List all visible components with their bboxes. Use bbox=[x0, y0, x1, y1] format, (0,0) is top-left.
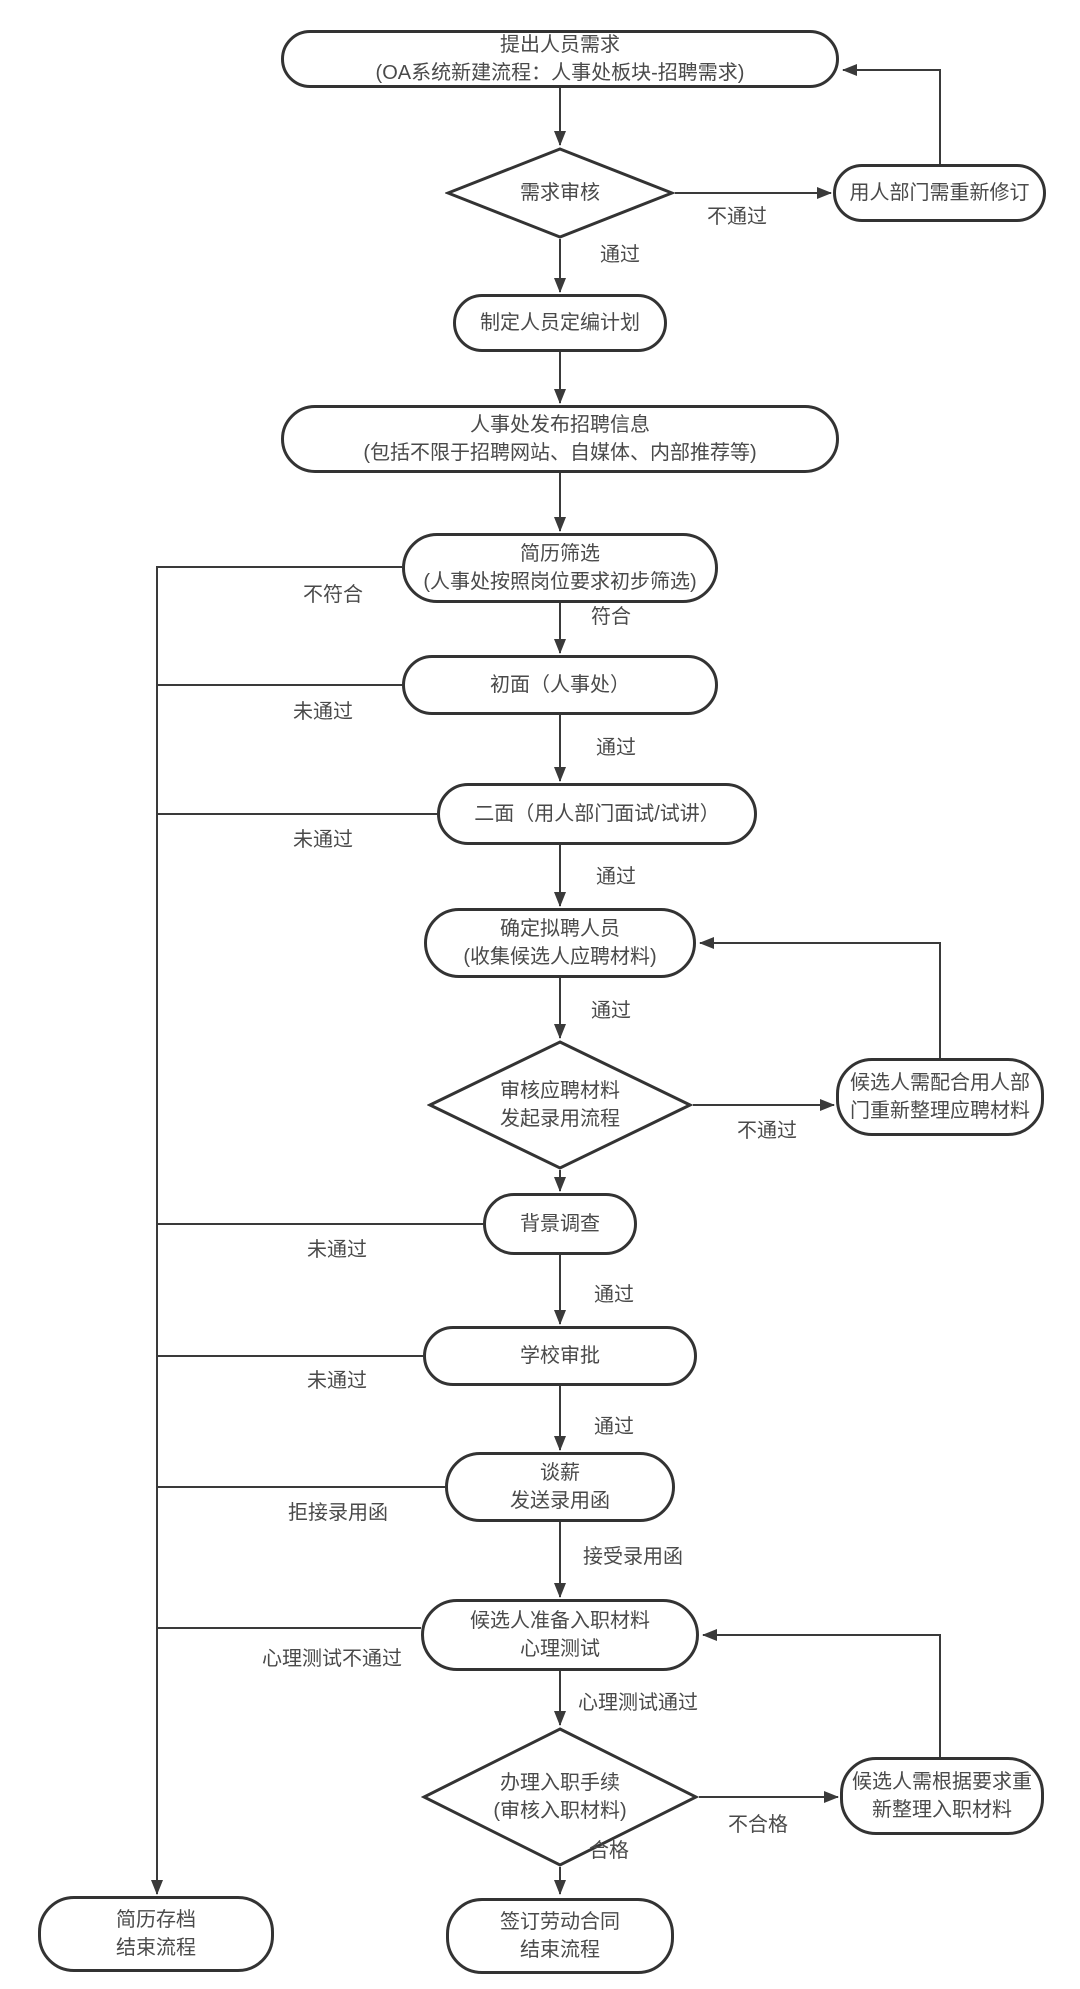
node-plan: 制定人员定编计划 bbox=[453, 294, 667, 352]
node-background-check-line1: 背景调查 bbox=[520, 1213, 600, 1235]
edge-left-rail-to-archive bbox=[151, 566, 402, 1895]
diamond-shape bbox=[421, 1727, 699, 1867]
node-revise2-line1: 候选人需配合用人部 bbox=[850, 1072, 1030, 1094]
node-prep-line1: 候选人准备入职材料 bbox=[470, 1610, 650, 1632]
edge-label-psych-pass: 心理测试通过 bbox=[578, 1692, 698, 1714]
node-archive: 简历存档 结束流程 bbox=[38, 1896, 274, 1972]
node-start-line2: (OA系统新建流程：人事处板块-招聘需求) bbox=[375, 62, 745, 84]
node-salary-line2: 发送录用函 bbox=[510, 1490, 610, 1512]
edge-label-second-pass: 通过 bbox=[596, 866, 636, 888]
node-salary: 谈薪 发送录用函 bbox=[445, 1452, 675, 1522]
edge-label-bg-fail: 未通过 bbox=[307, 1239, 367, 1261]
node-revise1: 用人部门需重新修订 bbox=[833, 164, 1046, 222]
node-demand-review-line1: 需求审核 bbox=[520, 182, 600, 204]
edge-label-psych-fail: 心理测试不通过 bbox=[262, 1648, 402, 1670]
edge-label-second-fail: 未通过 bbox=[293, 829, 353, 851]
node-material-review-line1: 审核应聘材料 bbox=[500, 1080, 620, 1102]
edge-label-first-fail: 未通过 bbox=[293, 701, 353, 723]
node-archive-line2: 结束流程 bbox=[116, 1937, 196, 1959]
edge-label-onboard-fail: 不合格 bbox=[728, 1814, 788, 1836]
edge-label-bg-pass: 通过 bbox=[594, 1284, 634, 1306]
node-demand-review: 需求审核 bbox=[445, 147, 675, 239]
node-background-check: 背景调查 bbox=[483, 1193, 637, 1255]
node-offer-candidate-line1: 确定拟聘人员 bbox=[500, 918, 620, 940]
edge-label-offer-pass: 通过 bbox=[591, 1000, 631, 1022]
edge-label-resume-mismatch: 不符合 bbox=[303, 584, 363, 606]
node-first-interview-line1: 初面（人事处） bbox=[490, 674, 630, 696]
node-screen-line2: (人事处按照岗位要求初步筛选) bbox=[423, 571, 697, 593]
node-publish-line1: 人事处发布招聘信息 bbox=[470, 414, 650, 436]
edge-label-school-fail: 未通过 bbox=[307, 1370, 367, 1392]
edge-revise3-to-prep bbox=[702, 1629, 941, 1757]
node-plan-line1: 制定人员定编计划 bbox=[480, 312, 640, 334]
node-school-approval-line1: 学校审批 bbox=[520, 1345, 600, 1367]
node-screen: 简历筛选 (人事处按照岗位要求初步筛选) bbox=[402, 533, 718, 603]
node-revise2: 候选人需配合用人部 门重新整理应聘材料 bbox=[836, 1058, 1044, 1136]
node-publish-line2: (包括不限于招聘网站、自媒体、内部推荐等) bbox=[363, 442, 757, 464]
node-revise3-line2: 新整理入职材料 bbox=[872, 1799, 1012, 1821]
node-material-review-line2: 发起录用流程 bbox=[500, 1108, 620, 1130]
node-start: 提出人员需求 (OA系统新建流程：人事处板块-招聘需求) bbox=[281, 30, 839, 88]
node-onboard-review-line2: (审核入职材料) bbox=[493, 1800, 627, 1822]
edge-label-salary-accept: 接受录用函 bbox=[583, 1546, 683, 1568]
edge-revise1-to-start bbox=[842, 64, 941, 164]
node-prep: 候选人准备入职材料 心理测试 bbox=[421, 1599, 699, 1671]
node-revise3: 候选人需根据要求重 新整理入职材料 bbox=[840, 1757, 1044, 1835]
node-start-line1: 提出人员需求 bbox=[500, 34, 620, 56]
node-sign: 签订劳动合同 结束流程 bbox=[446, 1898, 674, 1974]
node-offer-candidate: 确定拟聘人员 (收集候选人应聘材料) bbox=[424, 908, 696, 978]
edge-label-school-pass: 通过 bbox=[594, 1416, 634, 1438]
node-sign-line1: 签订劳动合同 bbox=[500, 1911, 620, 1933]
edge-revise2-to-offer bbox=[699, 937, 941, 1058]
node-archive-line1: 简历存档 bbox=[116, 1909, 196, 1931]
edge-label-salary-reject: 拒接录用函 bbox=[288, 1502, 388, 1524]
node-first-interview: 初面（人事处） bbox=[402, 655, 718, 715]
edge-label-demand-review-pass: 通过 bbox=[600, 244, 640, 266]
diamond-shape bbox=[445, 147, 675, 239]
node-salary-line1: 谈薪 bbox=[540, 1462, 580, 1484]
node-second-interview: 二面（用人部门面试/试讲） bbox=[437, 783, 757, 845]
edge-label-demand-review-fail: 不通过 bbox=[707, 206, 767, 228]
edge-label-onboard-pass: 合格 bbox=[589, 1840, 629, 1862]
node-second-interview-line1: 二面（用人部门面试/试讲） bbox=[474, 803, 720, 825]
node-school-approval: 学校审批 bbox=[423, 1326, 697, 1386]
node-sign-line2: 结束流程 bbox=[520, 1939, 600, 1961]
node-publish: 人事处发布招聘信息 (包括不限于招聘网站、自媒体、内部推荐等) bbox=[281, 405, 839, 473]
diamond-shape bbox=[427, 1040, 693, 1170]
edge-label-resume-match: 符合 bbox=[591, 606, 631, 628]
edge-label-material-review-fail: 不通过 bbox=[737, 1120, 797, 1142]
node-offer-candidate-line2: (收集候选人应聘材料) bbox=[463, 946, 657, 968]
node-revise1-line1: 用人部门需重新修订 bbox=[849, 182, 1030, 204]
node-onboard-review: 办理入职手续 (审核入职材料) bbox=[421, 1727, 699, 1867]
node-revise2-line2: 门重新整理应聘材料 bbox=[850, 1100, 1030, 1122]
node-revise3-line1: 候选人需根据要求重 bbox=[852, 1771, 1032, 1793]
edge-label-first-pass: 通过 bbox=[596, 737, 636, 759]
node-onboard-review-line1: 办理入职手续 bbox=[500, 1772, 620, 1794]
node-screen-line1: 简历筛选 bbox=[520, 543, 600, 565]
node-material-review: 审核应聘材料 发起录用流程 bbox=[427, 1040, 693, 1170]
node-prep-line2: 心理测试 bbox=[520, 1638, 600, 1660]
